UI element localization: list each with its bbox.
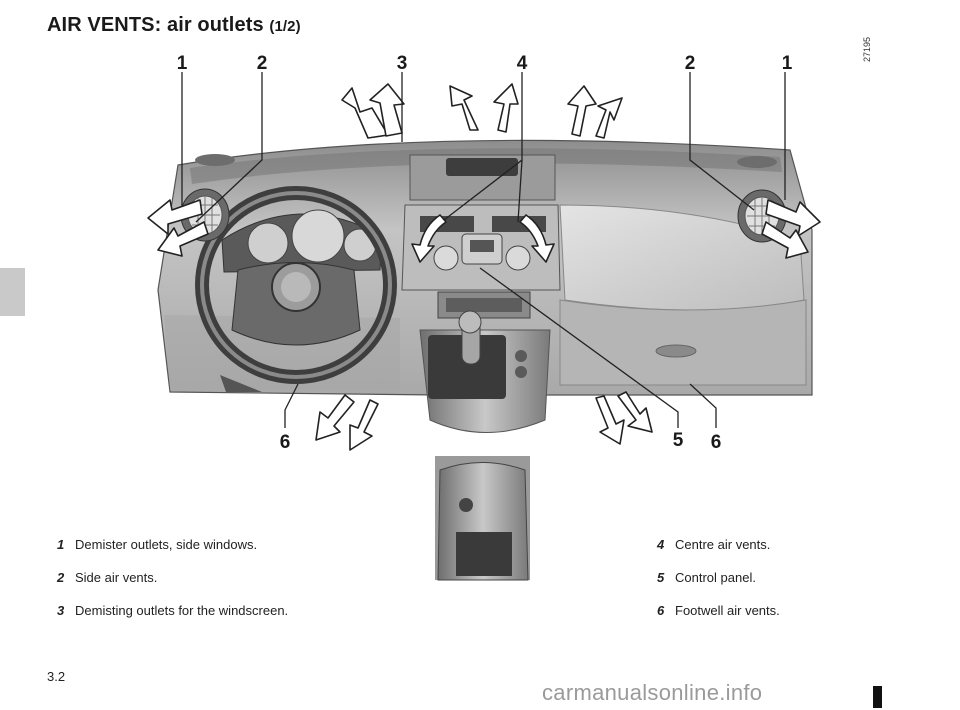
airflow-arrow-windscreen-right <box>595 97 623 139</box>
airflow-arrow-side-left <box>157 221 209 257</box>
page-title: AIR VENTS: air outlets (1/2) <box>47 14 301 37</box>
airflow-arrow-footwell-left <box>315 394 355 441</box>
legend-item: 1 Demister outlets, side windows. <box>57 536 288 569</box>
dashboard-illustration: 1 2 3 4 2 1 6 5 6 <box>147 53 821 581</box>
airflow-arrow-side-right <box>765 199 821 237</box>
legend-item: 4 Centre air vents. <box>657 536 780 569</box>
leader-line-2-left <box>195 72 263 223</box>
leader-line-5 <box>479 267 679 428</box>
callout-2-left: 2 <box>257 53 268 74</box>
legend-text: Demisting outlets for the windscreen. <box>75 603 289 618</box>
lower-console-inset <box>435 456 530 581</box>
section-tab <box>0 268 25 316</box>
steering-wheel <box>195 186 397 392</box>
airflow-arrow-windscreen-left <box>369 83 405 137</box>
callout-5: 5 <box>673 430 684 451</box>
legend-left: 1 Demister outlets, side windows. 2 Side a… <box>57 536 288 635</box>
legend-item: 5 Control panel. <box>657 569 780 602</box>
legend-text: Side air vents. <box>75 570 158 585</box>
callout-1-right: 1 <box>782 53 793 74</box>
airflow-arrow-centre-left <box>411 214 447 263</box>
callout-6-left: 6 <box>280 432 291 453</box>
centre-console <box>401 154 561 433</box>
legend-item: 2 Side air vents. <box>57 569 288 602</box>
title-text: AIR VENTS: air outlets <box>47 14 264 36</box>
legend-text: Centre air vents. <box>675 537 771 552</box>
legend-key: 2 <box>57 570 65 585</box>
legend-item: 3 Demisting outlets for the windscreen. <box>57 602 288 635</box>
legend-key: 1 <box>57 537 65 552</box>
callout-6-right: 6 <box>711 432 722 453</box>
airflow-arrow-windscreen-centre <box>449 85 479 131</box>
legend-item: 6 Footwell air vents. <box>657 602 780 635</box>
leader-line-2-right <box>689 72 755 211</box>
airflow-arrow-footwell-right <box>617 391 653 433</box>
leader-line-6-right <box>689 383 717 428</box>
callout-4: 4 <box>517 53 528 74</box>
airflow-arrow-side-right <box>761 221 809 259</box>
callout-3: 3 <box>397 53 408 74</box>
legend-text: Control panel. <box>675 570 756 585</box>
legend-key: 6 <box>657 603 665 618</box>
airflow-arrow-windscreen-left <box>341 87 389 139</box>
leader-line-4 <box>443 72 523 223</box>
airflow-arrow-side-left <box>147 199 203 235</box>
title-part-indicator: (1/2) <box>269 18 301 35</box>
leader-line-6-left <box>284 383 299 428</box>
legend-key: 4 <box>657 537 665 552</box>
legend-key: 3 <box>57 603 65 618</box>
callout-1-left: 1 <box>177 53 188 74</box>
airflow-arrow-footwell-right <box>595 395 625 445</box>
corner-mark <box>873 686 882 708</box>
legend-text: Footwell air vents. <box>675 603 780 618</box>
legend-key: 5 <box>657 570 665 585</box>
callout-2-right: 2 <box>685 53 696 74</box>
airflow-arrow-centre-right <box>519 214 555 263</box>
watermark: carmanualsonline.info <box>542 680 763 705</box>
airflow-arrow-windscreen-right <box>567 85 597 137</box>
legend-text: Demister outlets, side windows. <box>75 537 258 552</box>
page-number: 3.2 <box>47 669 66 684</box>
airflow-arrow-footwell-left <box>349 399 379 451</box>
legend-right: 4 Centre air vents. 5 Control panel. 6 Foot… <box>657 536 780 635</box>
airflow-arrow-windscreen-centre <box>493 83 519 133</box>
